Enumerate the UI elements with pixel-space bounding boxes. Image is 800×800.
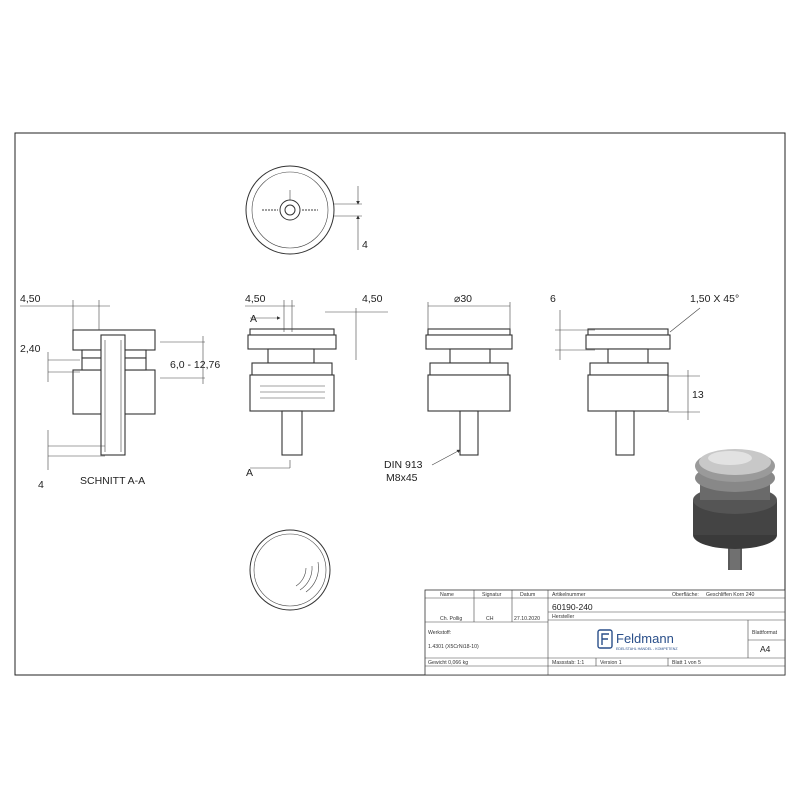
tb-material-label: Werkstoff: [428,630,451,636]
dim-diameter: ⌀30 [454,293,472,305]
logo-tagline: EDELSTAHL HANDEL - KOMPETENZ [616,647,678,651]
tb-scale: Massstab: 1:1 [552,660,584,666]
dim-left-range: 6,0 - 12,76 [170,359,220,371]
dim-left-mid: 2,40 [20,343,41,355]
logo-text: Feldmann [616,631,674,646]
dim-side-top: 6 [550,293,556,305]
dim-chamfer: 1,50 X 45° [690,293,739,305]
drawing-frame [14,132,786,676]
title-block: Name Signatur Datum Artikelnummer Oberfl… [424,589,786,676]
render-3d [693,449,777,570]
dim-left-bottom: 4 [38,479,44,491]
top-view: 4 [245,165,368,255]
section-marker-bottom: A [246,467,253,479]
feldmann-logo: Feldmann EDELSTAHL HANDEL - KOMPETENZ [597,629,678,651]
side-view-2: 6 1,50 X 45° 13 [550,293,739,456]
tb-header-article: Artikelnummer [552,592,586,598]
tb-signature: CH [486,616,494,622]
tb-format-value: A4 [760,644,771,654]
tb-manufacturer-label: Hersteller [552,614,574,620]
tb-material-value: 1.4301 (X5CrNi18-10) [428,644,479,650]
tb-version: Version 1 [600,660,622,666]
thread-line2: M8x45 [386,472,418,484]
dim-front-right: 4,50 [362,293,383,305]
tb-header-signature: Signatur [482,592,502,598]
front-view: 4,50 4,50 A A [245,293,388,479]
tb-header-date: Datum [520,592,535,598]
dim-top-view: 4 [362,239,368,251]
tb-surface-value: Geschliffen Korn 240 [706,592,754,598]
thread-line1: DIN 913 [384,459,423,471]
tb-article-number: 60190-240 [552,602,593,612]
dim-side-height: 13 [692,389,704,401]
section-marker-top: A [250,313,257,325]
section-view: 4,50 2,40 6,0 - 12,76 4 SCHNITT A-A [20,293,220,491]
tb-header-name: Name [440,592,454,598]
tb-weight: Gewicht 0,066 kg [428,660,468,666]
tb-sheet: Blatt 1 von 5 [672,660,701,666]
side-view-1: ⌀30 DIN 913 M8x45 [384,293,513,484]
tb-header-surface: Oberfläche: [672,592,699,598]
tb-drawn-by: Ch. Pollig [440,616,462,622]
bottom-view [249,529,331,611]
dim-left-top: 4,50 [20,293,41,305]
dim-front-left: 4,50 [245,293,266,305]
section-label: SCHNITT A-A [80,475,145,487]
tb-date: 27.10.2020 [514,616,540,622]
tb-format-label: Blattformat [752,630,778,636]
